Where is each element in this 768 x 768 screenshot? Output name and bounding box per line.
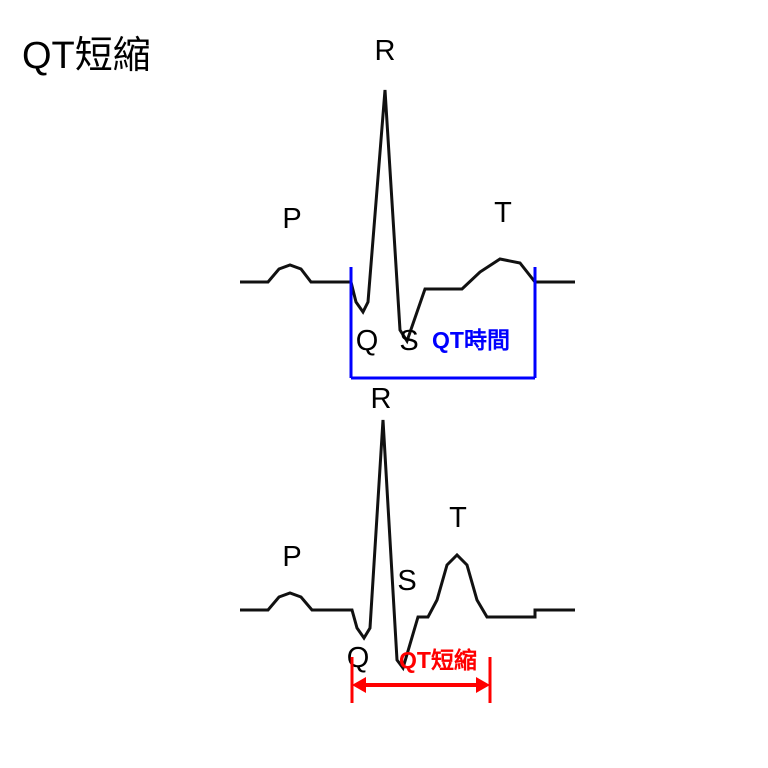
wave-label-p-normal: P xyxy=(282,203,301,235)
wave-label-t-normal: T xyxy=(494,197,512,229)
wave-label-p-shortened: P xyxy=(282,541,301,573)
ecg-trace-shortened xyxy=(240,419,575,672)
qt-shortening-label: QT短縮 xyxy=(399,647,477,673)
shortened-qt-panel: P R Q S T QT短縮 xyxy=(240,383,575,703)
ecg-trace-normal xyxy=(240,89,575,345)
page-title: QT短縮 xyxy=(22,35,151,77)
arrow-head-right-icon xyxy=(476,677,490,693)
wave-label-s-normal: S xyxy=(399,325,418,357)
wave-label-s-shortened: S xyxy=(397,565,416,597)
wave-label-q-normal: Q xyxy=(356,325,379,357)
wave-label-r-normal: R xyxy=(375,35,396,67)
normal-qt-panel: P R Q S T QT時間 xyxy=(240,35,575,380)
wave-label-q-shortened: Q xyxy=(347,642,370,674)
qt-shortening-arrow-group xyxy=(350,657,492,703)
qt-interval-label-normal: QT時間 xyxy=(432,327,510,353)
qt-interval-caliper-normal xyxy=(349,267,537,380)
arrow-head-left-icon xyxy=(352,677,366,693)
wave-label-r-shortened: R xyxy=(371,383,392,415)
wave-label-t-shortened: T xyxy=(449,502,467,534)
